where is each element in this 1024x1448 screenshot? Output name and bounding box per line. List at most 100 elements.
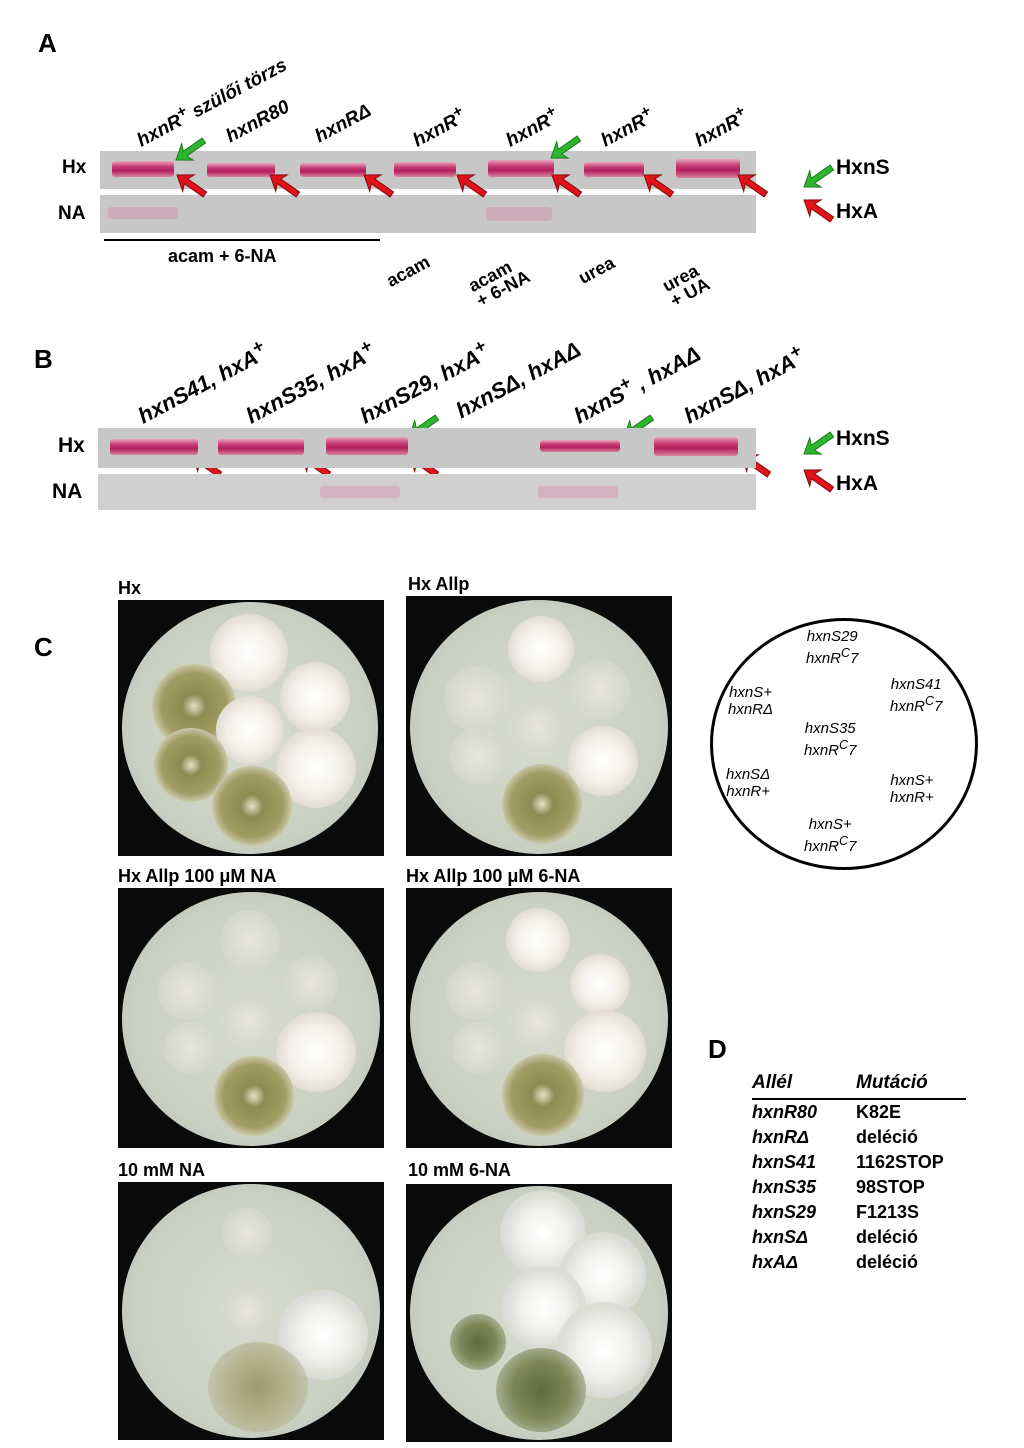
gel-strip-hx <box>100 151 756 189</box>
colony <box>220 910 280 970</box>
hxa-arrow <box>797 191 839 229</box>
petri-plate-photo <box>118 1182 384 1440</box>
colony <box>164 1022 216 1074</box>
row-label-na: NA <box>58 203 86 224</box>
map-line: 7 <box>934 698 943 715</box>
gel-band <box>538 486 618 498</box>
gel-band <box>584 162 644 177</box>
map-line: hxnR+ <box>726 783 771 800</box>
mutation-cell: K82E <box>856 1102 902 1122</box>
legend-hxa: HxA <box>836 472 879 495</box>
map-line: hxnRΔ <box>728 701 774 718</box>
hxa-arrow <box>450 166 492 204</box>
hxns-arrow <box>797 158 839 196</box>
colony <box>208 1342 308 1432</box>
colony <box>502 1054 584 1136</box>
group-label: acam + 6-NA <box>168 246 277 266</box>
hxa-arrow <box>731 166 773 204</box>
gel-band <box>486 207 552 221</box>
hxa-arrow <box>637 166 679 204</box>
colony <box>502 764 582 844</box>
gel-strip-na <box>98 474 756 510</box>
map-strain-label: hxnS+hxnR+ <box>890 772 934 806</box>
table-row: hxnSΔ deléció <box>752 1225 966 1250</box>
allele-cell: hxnS35 <box>752 1177 817 1197</box>
table-header: Mutáció <box>856 1070 966 1100</box>
hxa-arrow <box>263 166 305 204</box>
gel-band <box>394 162 456 177</box>
gel-band <box>218 439 304 455</box>
panel-letter-c: C <box>34 632 53 662</box>
mutation-cell: deléció <box>856 1227 919 1247</box>
colony <box>510 700 566 756</box>
map-line: hxnS29 <box>806 628 858 645</box>
colony <box>284 956 338 1010</box>
map-line: hxnR+ <box>890 789 934 806</box>
colony <box>222 1286 272 1336</box>
colony <box>570 660 630 720</box>
plate-label: Hx Allp 100 μM 6-NA <box>406 866 581 886</box>
map-strain-label: hxnS+hxnRΔ <box>728 684 773 718</box>
colony <box>444 666 510 732</box>
gel-band <box>207 163 275 177</box>
map-line: hxnSΔ <box>726 766 771 783</box>
legend-hxns: HxnS <box>836 156 890 179</box>
map-sup: C <box>841 646 851 660</box>
map-line: 7 <box>848 838 857 855</box>
hxns-arrow <box>544 129 586 167</box>
map-line: hxnS+ <box>808 816 852 833</box>
allele-cell: hxnRΔ <box>752 1127 810 1147</box>
colony <box>570 954 630 1014</box>
colony <box>216 696 284 764</box>
allele-cell: hxnS41 <box>752 1152 817 1172</box>
hxa-arrow <box>797 461 839 499</box>
panel-letter-a: A <box>38 28 57 58</box>
colony <box>222 994 276 1048</box>
allele-cell: hxAΔ <box>752 1252 799 1272</box>
gel-strip-hx <box>98 428 756 468</box>
hxa-arrow <box>357 166 399 204</box>
map-strain-label: hxnS+hxnRC7 <box>804 816 856 855</box>
gel-strip-na <box>100 195 756 233</box>
row-label-na: NA <box>52 480 83 503</box>
map-line: 7 <box>848 742 857 759</box>
petri-plate-photo <box>406 596 672 856</box>
plate-label: Hx <box>118 578 142 598</box>
legend-hxa: HxA <box>836 200 879 223</box>
map-sup: C <box>839 834 849 848</box>
hxa-arrow <box>170 166 212 204</box>
colony <box>506 908 570 972</box>
plate-label: 10 mM NA <box>118 1160 206 1180</box>
allele-cell: hxnS29 <box>752 1202 817 1222</box>
petri-plate-photo <box>118 888 384 1148</box>
gel-band <box>488 160 554 177</box>
colony <box>508 616 574 682</box>
plate-label: 10 mM 6-NA <box>408 1160 512 1180</box>
gel-band <box>320 486 400 498</box>
map-line: hxnS+ <box>729 684 773 701</box>
table-row: hxnS29 F1213S <box>752 1200 966 1225</box>
panel-letter-d: D <box>708 1034 727 1064</box>
colony <box>214 1056 294 1136</box>
hxa-arrow <box>545 166 587 204</box>
allele-cell: hxnR80 <box>752 1102 818 1122</box>
colony <box>280 662 350 732</box>
petri-plate-photo <box>406 888 672 1148</box>
colony <box>158 962 216 1020</box>
map-sup: C <box>839 738 849 752</box>
colony <box>450 728 506 784</box>
allele-cell: hxnSΔ <box>752 1227 809 1247</box>
table-header-row: Allél Mutáció <box>752 1070 966 1100</box>
legend-hxns: HxnS <box>836 427 890 450</box>
row-label-hx: Hx <box>58 434 85 457</box>
colony <box>222 1208 272 1258</box>
mutation-cell: F1213S <box>856 1202 920 1222</box>
